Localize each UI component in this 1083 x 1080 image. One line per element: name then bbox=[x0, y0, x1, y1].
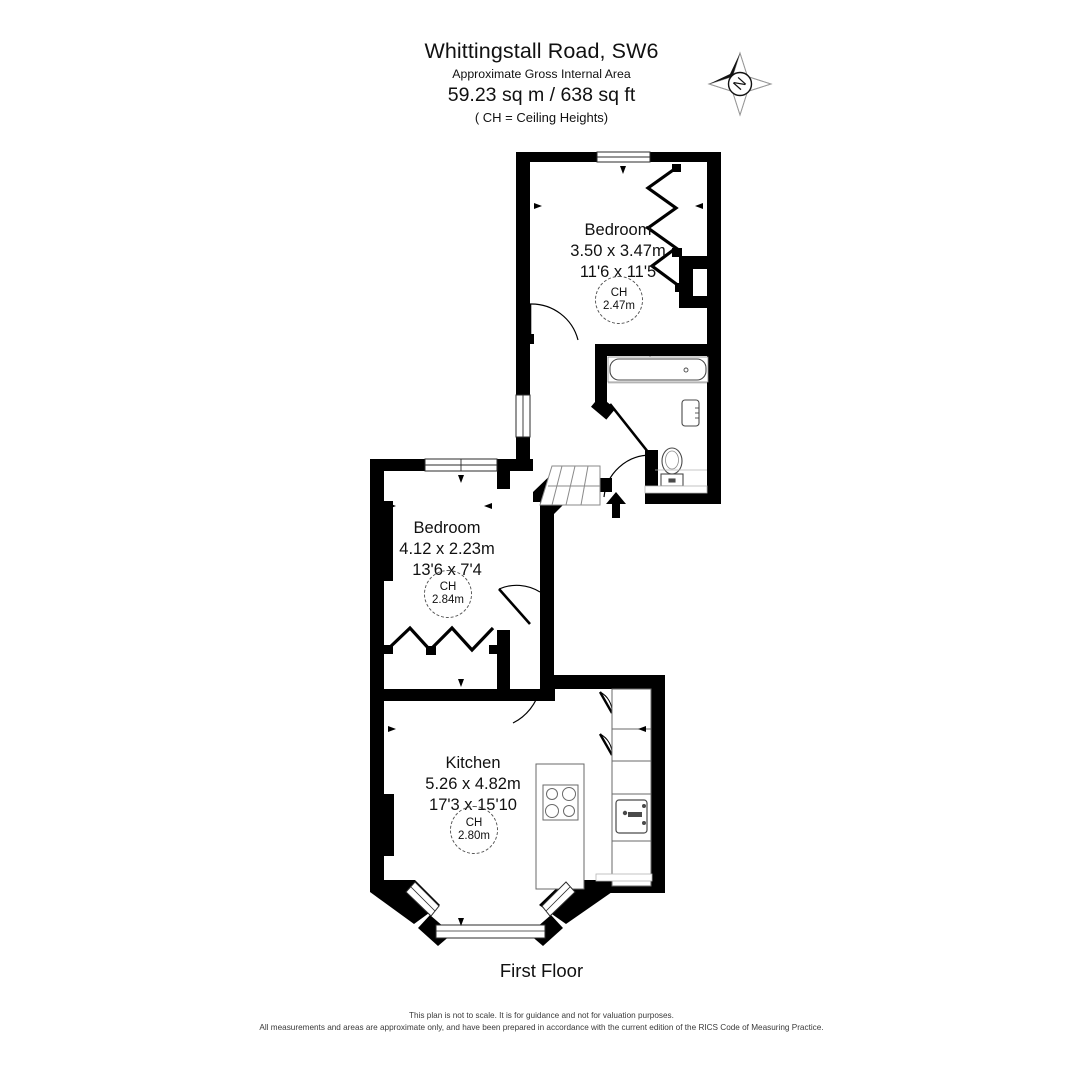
room-dimension-m: 5.26 x 4.82m bbox=[425, 775, 521, 793]
header: Whittingstall Road, SW6 Approximate Gros… bbox=[0, 38, 1083, 127]
room-name: Bedroom bbox=[413, 519, 481, 537]
ch-legend-note: ( CH = Ceiling Heights) bbox=[474, 110, 609, 125]
wardrobe-bedroom2-blocks bbox=[384, 645, 498, 655]
area-subtitle: Approximate Gross Internal Area bbox=[452, 67, 631, 81]
room-label-bedroom-1: Bedroom 3.50 x 3.47m 11'6 x 11'5 bbox=[523, 220, 713, 283]
total-area-value: 59.23 sq m / 638 sq ft bbox=[447, 84, 636, 106]
ch-label: CH bbox=[465, 817, 483, 829]
wardrobe-bedroom2 bbox=[386, 625, 495, 653]
disclaimer-line-1: This plan is not to scale. It is for gui… bbox=[409, 1011, 674, 1020]
kitchen-cupboard-doors bbox=[598, 691, 614, 756]
wash-basin-icon bbox=[681, 399, 700, 427]
ch-value: 2.80m bbox=[458, 830, 490, 842]
ceiling-height-badge-bedroom-2: CH 2.84m bbox=[424, 570, 472, 618]
window-bedroom2-top bbox=[424, 458, 498, 472]
bay-window-kitchen bbox=[405, 881, 576, 939]
compass-rose-icon: N bbox=[706, 50, 774, 118]
bathroom-fixtures bbox=[607, 356, 709, 494]
room-name: Bedroom bbox=[584, 221, 652, 239]
ceiling-height-badge-kitchen: CH 2.80m bbox=[450, 806, 498, 854]
kitchen-sink-icon bbox=[615, 799, 648, 834]
room-label-kitchen: Kitchen 5.26 x 4.82m 17'3 x 15'10 bbox=[378, 753, 568, 816]
door-bedroom1 bbox=[527, 303, 579, 344]
upper-block-walls bbox=[516, 152, 721, 504]
stairs-up-arrow-icon bbox=[606, 492, 626, 518]
room-dimension-ft: 17'3 x 15'10 bbox=[429, 796, 517, 814]
door-bedroom2 bbox=[498, 584, 541, 625]
window-bedroom1-left bbox=[515, 394, 531, 438]
staircase-icon bbox=[539, 465, 601, 506]
room-label-bedroom-2: Bedroom 4.12 x 2.23m 13'6 x 7'4 bbox=[352, 518, 542, 581]
toilet-icon bbox=[660, 447, 684, 487]
room-dimension-ft: 11'6 x 11'5 bbox=[579, 263, 657, 281]
disclaimer: This plan is not to scale. It is for gui… bbox=[0, 1010, 1083, 1034]
room-name: Kitchen bbox=[445, 754, 501, 772]
ch-value: 2.47m bbox=[603, 300, 635, 312]
room-dimension-m: 3.50 x 3.47m bbox=[570, 242, 666, 260]
door-bathroom bbox=[603, 403, 651, 498]
disclaimer-line-2: All measurements and areas are approxima… bbox=[259, 1023, 824, 1032]
floor-label: First Floor bbox=[499, 960, 584, 981]
ch-value: 2.84m bbox=[432, 594, 464, 606]
window-bedroom1-top bbox=[596, 151, 651, 163]
door-kitchen bbox=[512, 688, 542, 724]
ch-label: CH bbox=[439, 581, 457, 593]
kitchen-counter-icon bbox=[611, 688, 652, 887]
bath-tub-icon bbox=[607, 356, 709, 383]
ch-label: CH bbox=[610, 287, 628, 299]
ceiling-height-badge-bedroom-1: CH 2.47m bbox=[595, 276, 643, 324]
room-dimension-m: 4.12 x 2.23m bbox=[399, 540, 495, 558]
page-title: Whittingstall Road, SW6 bbox=[424, 39, 659, 63]
